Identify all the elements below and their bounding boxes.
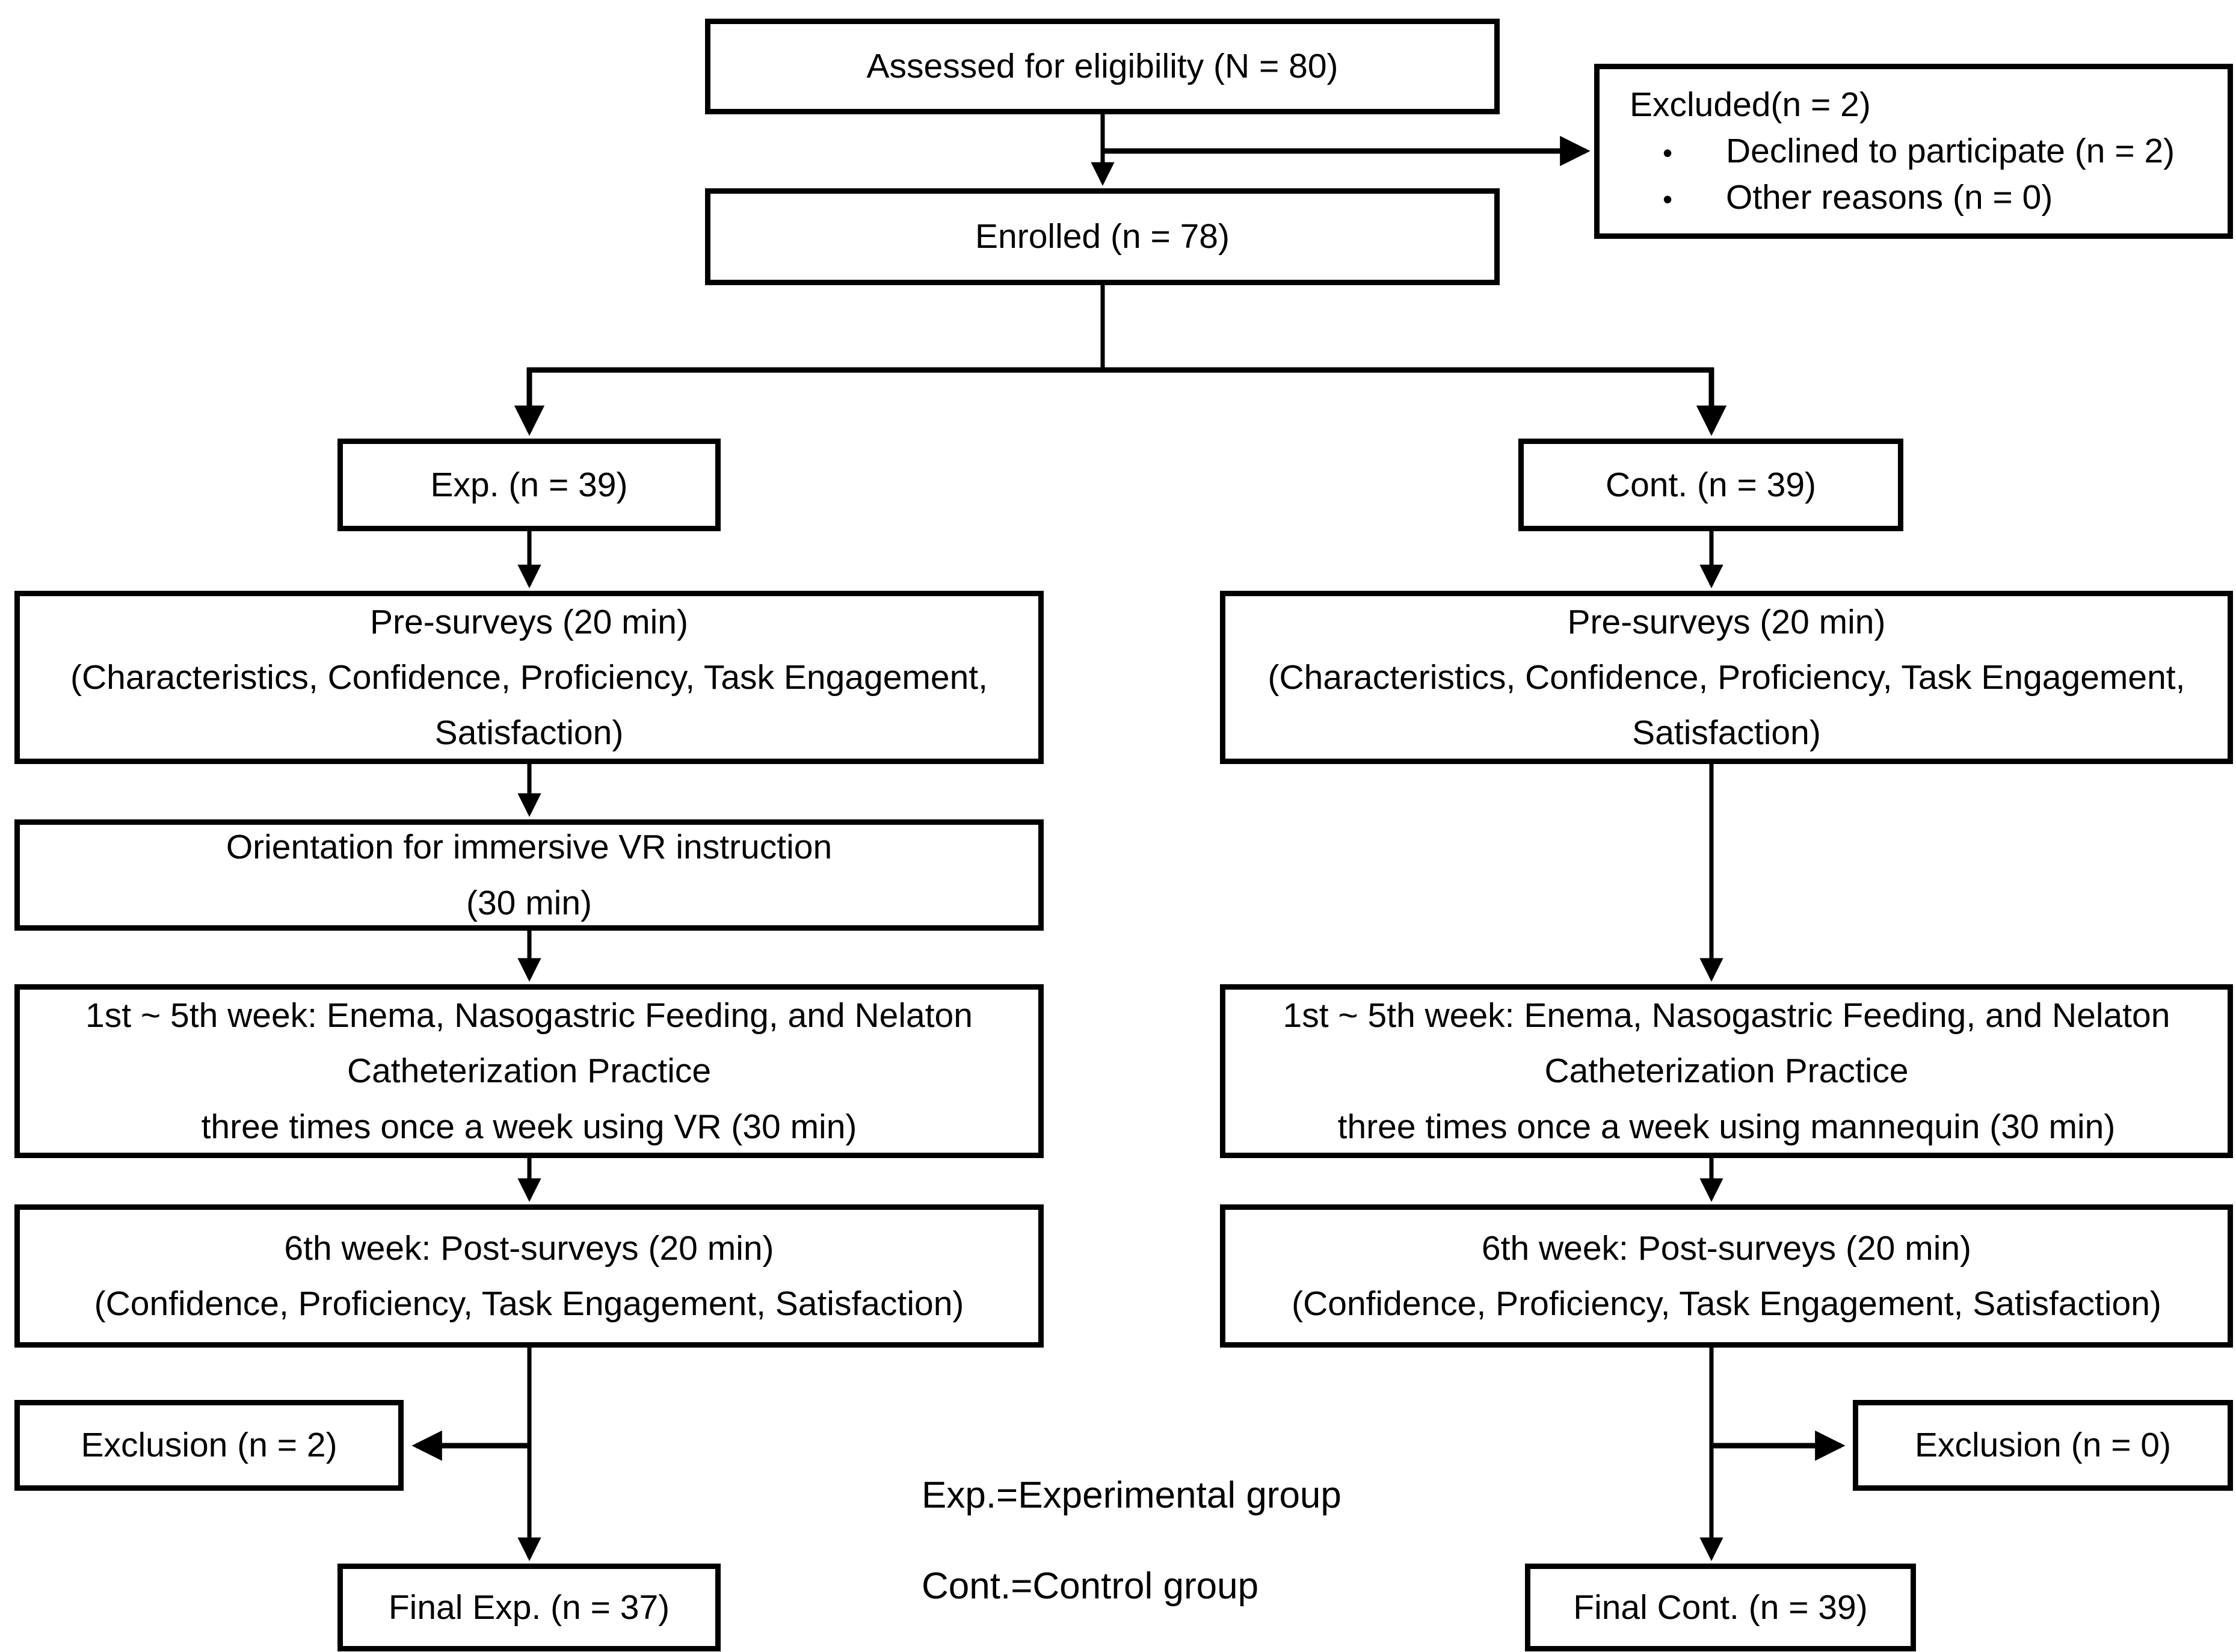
excluded-bullet-item: • Other reasons (n = 0) [1630,174,2053,221]
excluded-bullet-text: Other reasons (n = 0) [1726,177,2053,217]
legend-line-cont: Cont.=Control group [922,1565,1259,1607]
node-label: Exclusion (n = 0) [1914,1426,2172,1465]
node-post-surveys-exp: 6th week: Post-surveys (20 min) (Confide… [14,1204,1044,1348]
node-practice-weeks-cont: 1st ~ 5th week: Enema, Nasogastric Feedi… [1220,984,2233,1158]
node-label: Exp. (n = 39) [430,465,628,504]
node-label: 1st ~ 5th week: Enema, Nasogastric Feedi… [1283,996,2170,1146]
node-label: 6th week: Post-surveys (20 min) (Confide… [1292,1228,2161,1323]
node-label: Cont. (n = 39) [1605,465,1817,504]
node-label: Final Cont. (n = 39) [1573,1588,1868,1627]
node-experimental-group: Exp. (n = 39) [337,439,721,531]
node-pre-surveys-exp: Pre-surveys (20 min) (Characteristics, C… [14,591,1044,764]
node-practice-weeks-exp: 1st ~ 5th week: Enema, Nasogastric Feedi… [14,984,1044,1158]
node-label: Final Exp. (n = 37) [388,1588,670,1627]
node-control-group: Cont. (n = 39) [1518,439,1903,531]
node-final-exp: Final Exp. (n = 37) [337,1564,721,1651]
node-label: 6th week: Post-surveys (20 min) (Confide… [94,1228,964,1323]
node-assessed-for-eligibility: Assessed for eligibility (N = 80) [705,19,1500,114]
node-label: Pre-surveys (20 min) (Characteristics, C… [1267,602,2185,753]
excluded-bullet-text: Declined to participate (n = 2) [1726,132,2175,171]
node-pre-surveys-cont: Pre-surveys (20 min) (Characteristics, C… [1220,591,2233,764]
node-exclusion-cont: Exclusion (n = 0) [1853,1400,2233,1491]
node-excluded: Excluded(n = 2) • Declined to participat… [1594,64,2233,239]
node-final-cont: Final Cont. (n = 39) [1525,1564,1916,1651]
node-post-surveys-cont: 6th week: Post-surveys (20 min) (Confide… [1220,1204,2233,1348]
node-exclusion-exp: Exclusion (n = 2) [14,1400,404,1491]
excluded-title: Excluded(n = 2) [1630,85,1871,125]
node-label: Orientation for immersive VR instruction… [226,828,833,922]
node-label: Pre-surveys (20 min) (Characteristics, C… [70,602,988,753]
node-label: Enrolled (n = 78) [975,217,1230,256]
node-label: Assessed for eligibility (N = 80) [866,47,1338,86]
node-label: Exclusion (n = 2) [81,1426,337,1465]
legend-line-exp: Exp.=Experimental group [922,1474,1341,1516]
node-label: 1st ~ 5th week: Enema, Nasogastric Feedi… [85,996,973,1146]
excluded-bullet-item: • Declined to participate (n = 2) [1630,128,2175,174]
node-enrolled: Enrolled (n = 78) [705,188,1500,285]
node-vr-orientation: Orientation for immersive VR instruction… [14,819,1044,931]
legend: Exp.=Experimental group Cont.=Control gr… [922,1427,1341,1652]
bullet-icon: • [1663,183,1673,215]
bullet-icon: • [1663,137,1673,169]
